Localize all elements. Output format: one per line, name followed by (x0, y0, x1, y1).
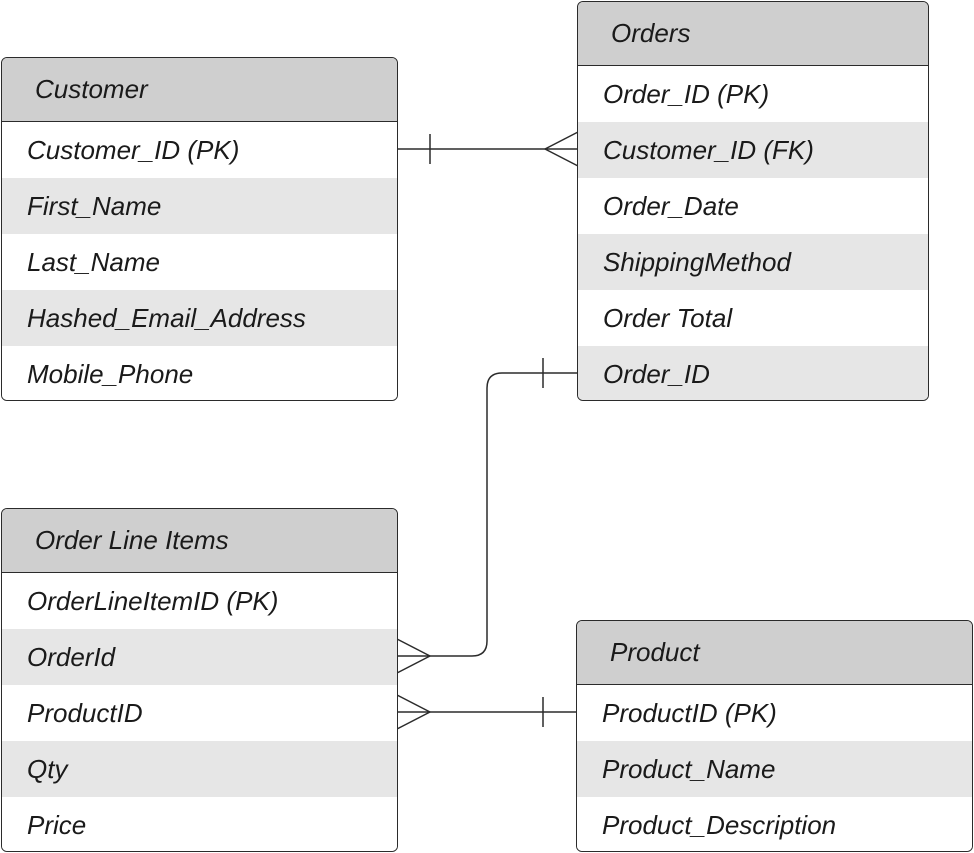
entity-product: Product ProductID (PK) Product_Name Prod… (576, 620, 973, 852)
field-row: OrderLineItemID (PK) (2, 573, 397, 629)
crowfoot-upper (544, 131, 579, 150)
field-row: Qty (2, 741, 397, 797)
crowfoot-lower (544, 148, 579, 167)
entity-title: Order Line Items (2, 509, 397, 573)
field-row: Order_ID (578, 346, 928, 400)
crowfoot-upper (396, 638, 431, 657)
field-row: Product_Description (577, 797, 972, 851)
field-row: ProductID (PK) (577, 685, 972, 741)
entity-title: Customer (2, 58, 397, 122)
field-row: OrderId (2, 629, 397, 685)
connector-line (397, 372, 578, 657)
field-row: Customer_ID (PK) (2, 122, 397, 178)
crowfoot-lower (396, 655, 431, 674)
field-row: Order_ID (PK) (578, 66, 928, 122)
field-row: Order_Date (578, 178, 928, 234)
entity-orders: Orders Order_ID (PK) Customer_ID (FK) Or… (577, 1, 929, 401)
field-row: Customer_ID (FK) (578, 122, 928, 178)
field-row: ShippingMethod (578, 234, 928, 290)
entity-title: Product (577, 621, 972, 685)
crowfoot-upper (396, 694, 431, 713)
entity-customer: Customer Customer_ID (PK) First_Name Las… (1, 57, 398, 401)
field-list: Customer_ID (PK) First_Name Last_Name Ha… (2, 122, 397, 400)
field-row: Order Total (578, 290, 928, 346)
crowfoot-lower (396, 711, 431, 730)
entity-title: Orders (578, 2, 928, 66)
relationship-product-orderlineitems (396, 694, 576, 730)
field-row: First_Name (2, 178, 397, 234)
relationship-orders-orderlineitems (396, 358, 578, 674)
field-list: Order_ID (PK) Customer_ID (FK) Order_Dat… (578, 66, 928, 400)
entity-order-line-items: Order Line Items OrderLineItemID (PK) Or… (1, 508, 398, 852)
field-row: Last_Name (2, 234, 397, 290)
relationship-customer-orders (397, 131, 579, 167)
field-row: Hashed_Email_Address (2, 290, 397, 346)
field-row: Mobile_Phone (2, 346, 397, 400)
field-row: ProductID (2, 685, 397, 741)
field-list: OrderLineItemID (PK) OrderId ProductID Q… (2, 573, 397, 851)
field-list: ProductID (PK) Product_Name Product_Desc… (577, 685, 972, 851)
field-row: Product_Name (577, 741, 972, 797)
field-row: Price (2, 797, 397, 851)
